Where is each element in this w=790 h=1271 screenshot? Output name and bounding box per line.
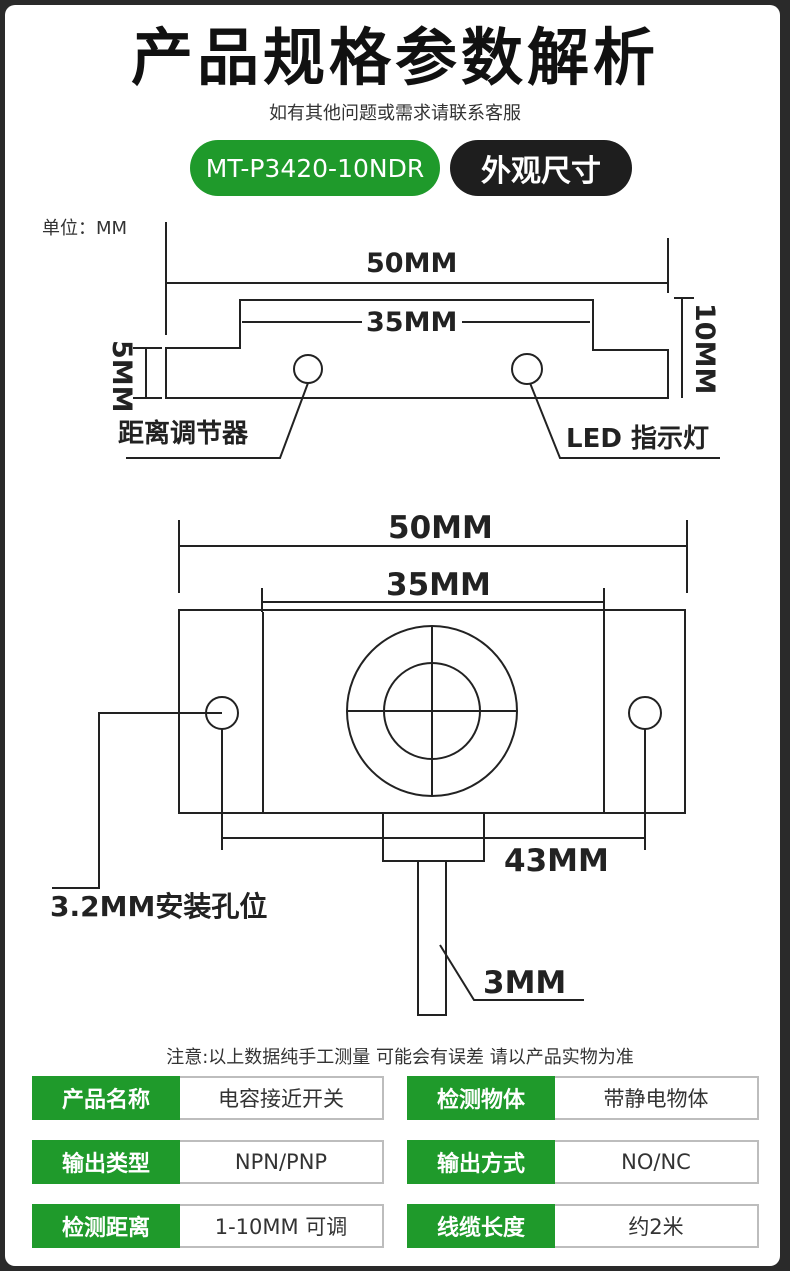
spec-row: 线缆长度 约2米 — [407, 1204, 759, 1248]
spec-key: 产品名称 — [32, 1076, 180, 1120]
spec-value: 1-10MM 可调 — [180, 1204, 384, 1248]
led-circle — [511, 353, 543, 385]
section-pill: 外观尺寸 — [450, 140, 632, 196]
spec-value: NPN/PNP — [180, 1140, 384, 1184]
side-total-height-label: 10MM — [689, 303, 720, 395]
top-width-label: 50MM — [388, 510, 493, 546]
spec-value: 带静电物体 — [555, 1076, 759, 1120]
mount-hole-right — [628, 696, 662, 730]
spec-key: 输出方式 — [407, 1140, 555, 1184]
cable-leader — [439, 944, 584, 1001]
cable — [417, 860, 447, 1016]
cable-label: 3MM — [483, 965, 567, 1001]
measurement-note: 注意:以上数据纯手工测量 可能会有误差 请以产品实物为准 — [166, 1047, 634, 1068]
spec-row: 输出方式 NO/NC — [407, 1140, 759, 1184]
spec-value: 约2米 — [555, 1204, 759, 1248]
side-width-label: 50MM — [366, 248, 458, 279]
adjuster-label: 距离调节器 — [118, 419, 249, 449]
side-base-height-label: 5MM — [106, 340, 137, 413]
unit-label: 单位：MM — [42, 218, 128, 239]
side-view-outline — [165, 299, 669, 399]
page-subtitle: 如有其他问题或需求请联系客服 — [269, 103, 521, 124]
hole-label: 3.2MM安装孔位 — [50, 890, 268, 923]
spec-row: 产品名称 电容接近开关 — [32, 1076, 384, 1120]
model-pill: MT-P3420-10NDR — [190, 140, 440, 196]
side-top-width-label: 35MM — [366, 307, 458, 338]
adjuster-leader — [126, 382, 309, 459]
spec-key: 检测物体 — [407, 1076, 555, 1120]
led-label: LED 指示灯 — [566, 424, 709, 454]
dimension-drawing — [52, 222, 720, 1016]
page-title: 产品规格参数解析 — [130, 21, 659, 94]
spec-key: 检测距离 — [32, 1204, 180, 1248]
spec-key: 输出类型 — [32, 1140, 180, 1184]
top-inner-width-label: 35MM — [386, 567, 491, 603]
led-leader — [529, 382, 720, 459]
spec-key: 线缆长度 — [407, 1204, 555, 1248]
adjuster-circle — [293, 354, 323, 384]
spec-value: 电容接近开关 — [180, 1076, 384, 1120]
hole-leader — [52, 712, 222, 889]
spec-row: 检测物体 带静电物体 — [407, 1076, 759, 1120]
hole-spacing-label: 43MM — [504, 843, 609, 879]
spec-row: 输出类型 NPN/PNP — [32, 1140, 384, 1184]
spec-value: NO/NC — [555, 1140, 759, 1184]
spec-row: 检测距离 1-10MM 可调 — [32, 1204, 384, 1248]
